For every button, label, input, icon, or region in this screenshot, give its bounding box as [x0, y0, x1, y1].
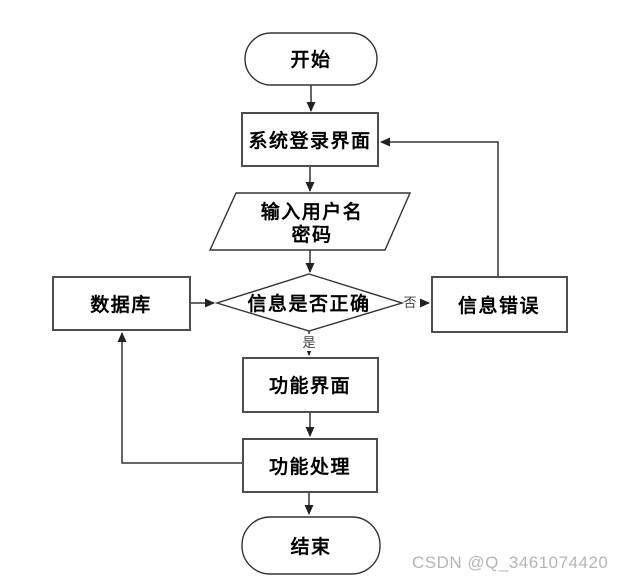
start-terminator-shape	[244, 32, 378, 86]
login-rect-shape	[241, 112, 379, 167]
start-label: 开始	[290, 48, 331, 71]
node-input: 输入用户名 密码	[208, 192, 412, 251]
function-ui-rect-shape	[242, 357, 379, 413]
edge-label-no: 否	[403, 295, 416, 310]
node-login: 系统登录界面	[241, 112, 379, 167]
end-label: 结束	[290, 535, 331, 558]
function-process-label: 功能处理	[269, 455, 351, 478]
node-decision: 信息是否正确	[214, 273, 405, 332]
edge-label-yes: 是	[302, 335, 315, 350]
decision-label: 信息是否正确	[247, 292, 370, 315]
database-rect-shape	[52, 276, 191, 331]
database-label: 数据库	[90, 293, 152, 316]
edges: 否 是	[117, 85, 499, 515]
input-label-line1: 输入用户名	[261, 200, 364, 223]
function-ui-label: 功能界面	[269, 374, 351, 397]
node-start: 开始	[244, 32, 378, 86]
edge-function-process-to-database	[117, 332, 243, 464]
error-label: 信息错误	[458, 294, 540, 317]
node-function-process: 功能处理	[242, 438, 378, 493]
edge-error-to-login	[380, 137, 499, 277]
decision-diamond-shape	[214, 273, 405, 332]
edge-label-yes-bg	[300, 334, 318, 351]
function-process-rect-shape	[242, 438, 378, 493]
edge-label-no-bg	[401, 292, 420, 311]
csdn-watermark: CSDN @Q_3461074420	[412, 553, 608, 572]
input-label-line2: 密码	[291, 223, 332, 246]
node-function-ui: 功能界面	[242, 357, 379, 413]
error-rect-shape	[431, 276, 568, 333]
node-database: 数据库	[52, 276, 191, 331]
input-parallelogram-shape	[208, 192, 412, 251]
login-label: 系统登录界面	[248, 129, 371, 152]
end-terminator-shape	[241, 516, 381, 575]
node-end: 结束	[241, 516, 381, 575]
node-error: 信息错误	[431, 276, 568, 333]
